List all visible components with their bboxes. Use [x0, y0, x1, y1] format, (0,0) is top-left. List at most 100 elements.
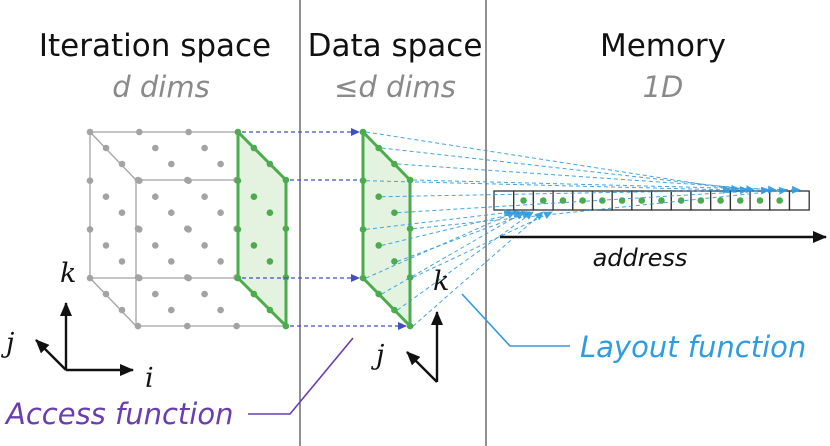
- data-axis-k-label: k: [433, 266, 449, 297]
- slice-point: [282, 322, 290, 330]
- data-point: [375, 193, 383, 200]
- slice-point: [266, 306, 274, 314]
- layout-arrows: [365, 131, 801, 327]
- iteration-point: [217, 160, 224, 168]
- data-point: [406, 274, 414, 281]
- access-function-label: Access function: [4, 397, 233, 431]
- layout-function-label: Layout function: [580, 330, 806, 364]
- slice-point: [266, 209, 274, 216]
- layout-arrow: [397, 186, 770, 214]
- address-label: address: [593, 244, 688, 272]
- layout-arrow: [365, 208, 513, 230]
- data-point: [375, 242, 383, 249]
- iteration-point: [152, 144, 159, 152]
- data-point: [359, 274, 367, 282]
- memory-element: [520, 197, 527, 204]
- iteration-point: [184, 274, 191, 281]
- iteration-point: [168, 258, 175, 265]
- data-point: [359, 177, 367, 184]
- memory-element: [717, 197, 724, 204]
- iteration-point: [118, 209, 126, 216]
- iteration-point: [152, 242, 159, 249]
- access-callout-line: [248, 337, 354, 415]
- iteration-point: [201, 144, 208, 152]
- memory-element: [697, 197, 705, 204]
- data-space-title: Data space: [308, 28, 483, 64]
- slice-points: [234, 128, 290, 330]
- layout-arrow: [381, 211, 525, 295]
- memory-dims: 1D: [643, 70, 684, 104]
- slice-point: [234, 274, 242, 282]
- iteration-point: [152, 193, 159, 200]
- data-point: [391, 160, 398, 168]
- memory-element: [736, 197, 744, 204]
- iteration-point: [118, 258, 126, 265]
- layout-arrow: [397, 211, 531, 262]
- layout-arrow: [413, 179, 801, 194]
- layout-arrow: [381, 209, 522, 246]
- iteration-point: [217, 258, 224, 265]
- layout-arrow: [412, 211, 553, 278]
- iteration-point: [185, 128, 192, 136]
- memory-cell: [788, 190, 810, 211]
- iteration-point: [118, 306, 126, 314]
- memory-strip: [493, 190, 810, 211]
- slice-point: [266, 160, 274, 168]
- slice-point: [250, 290, 258, 298]
- slice-point: [282, 176, 290, 184]
- iteration-point: [86, 177, 94, 184]
- slice-point: [250, 193, 258, 200]
- memory-element: [756, 197, 764, 204]
- memory-element: [776, 197, 783, 204]
- slice-point: [250, 242, 258, 249]
- iteration-point: [134, 274, 142, 281]
- data-point: [359, 128, 367, 136]
- iteration-space-title: Iteration space: [39, 28, 271, 64]
- iteration-point: [86, 226, 94, 233]
- data-point: [375, 144, 383, 152]
- data-slice: [361, 130, 412, 328]
- layout-arrow: [397, 211, 534, 311]
- slice-point: [250, 144, 258, 152]
- access-arrows: [242, 128, 407, 330]
- iteration-point: [86, 128, 94, 136]
- iteration-point: [136, 128, 143, 136]
- axis-i-label: i: [145, 363, 154, 394]
- axis-j-label: j: [1, 328, 14, 359]
- iteration-point: [134, 322, 142, 330]
- memory-element: [539, 197, 547, 204]
- iteration-point: [168, 160, 175, 168]
- iteration-point: [102, 290, 110, 298]
- iteration-point: [102, 144, 110, 152]
- iteration-axes: [35, 302, 134, 376]
- iteration-point: [86, 274, 94, 282]
- iteration-point: [201, 193, 208, 200]
- memory-element: [658, 197, 665, 204]
- data-point: [375, 290, 383, 298]
- axis-k-label: k: [60, 258, 76, 289]
- slice-point: [234, 226, 242, 233]
- iteration-point: [118, 160, 126, 168]
- layout-arrow: [365, 180, 732, 194]
- iteration-point: [134, 176, 142, 184]
- iteration-point: [201, 290, 208, 298]
- data-point: [406, 322, 414, 330]
- iteration-point: [168, 209, 175, 216]
- iteration-point: [184, 225, 191, 232]
- iteration-point: [168, 306, 175, 314]
- layout-arrow: [381, 186, 749, 198]
- memory-element: [579, 197, 586, 204]
- iteration-point: [184, 322, 191, 330]
- data-point: [391, 258, 398, 265]
- layout-arrow: [365, 211, 516, 279]
- iteration-slice: [236, 130, 288, 328]
- data-points: [359, 128, 414, 330]
- slice-point: [282, 225, 290, 232]
- slice-point: [234, 128, 242, 136]
- layout-callout-line: [461, 293, 570, 347]
- memory-element: [559, 197, 567, 204]
- layout-arrow: [412, 211, 544, 327]
- slice-point: [234, 177, 242, 184]
- slice-point: [266, 258, 274, 265]
- iteration-point: [201, 242, 208, 249]
